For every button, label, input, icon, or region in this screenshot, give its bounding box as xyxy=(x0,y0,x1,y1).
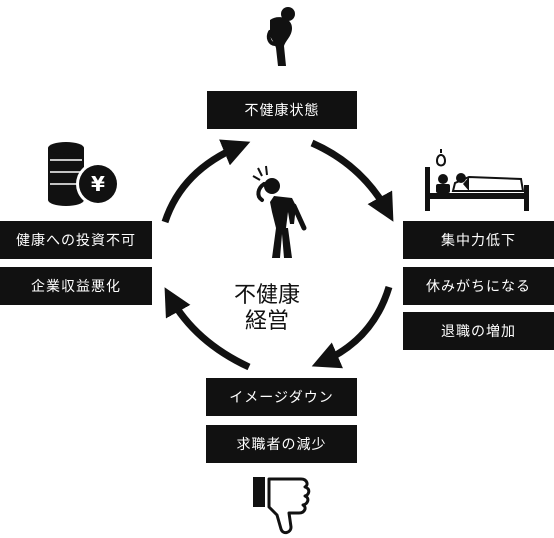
right-label-resignation: 退職の増加 xyxy=(403,312,554,350)
arrow-top-right xyxy=(310,139,394,222)
top-label: 不健康状態 xyxy=(207,91,357,129)
yen-coins-icon: ¥ xyxy=(48,142,120,206)
center-title-line2: 経営 xyxy=(244,309,289,334)
thumbs-down-icon xyxy=(253,477,311,535)
arrow-right-bottom xyxy=(311,285,393,369)
sick-in-bed-icon xyxy=(425,149,529,211)
headache-person-icon xyxy=(252,165,307,258)
yen-symbol: ¥ xyxy=(91,172,105,196)
center-title: 不健康 経営 xyxy=(225,283,309,335)
right-label-concentration: 集中力低下 xyxy=(403,221,554,259)
bottom-label-job-seekers: 求職者の減少 xyxy=(206,425,357,463)
center-title-line1: 不健康 xyxy=(233,283,300,308)
arrow-bottom-left xyxy=(164,287,251,371)
left-label-revenue: 企業収益悪化 xyxy=(0,267,152,305)
bottom-label-image-down: イメージダウン xyxy=(206,378,357,416)
arrow-left-top xyxy=(161,139,251,224)
right-label-absence: 休みがちになる xyxy=(403,267,554,305)
tired-person-icon xyxy=(266,7,295,66)
left-label-investment: 健康への投資不可 xyxy=(0,221,152,259)
